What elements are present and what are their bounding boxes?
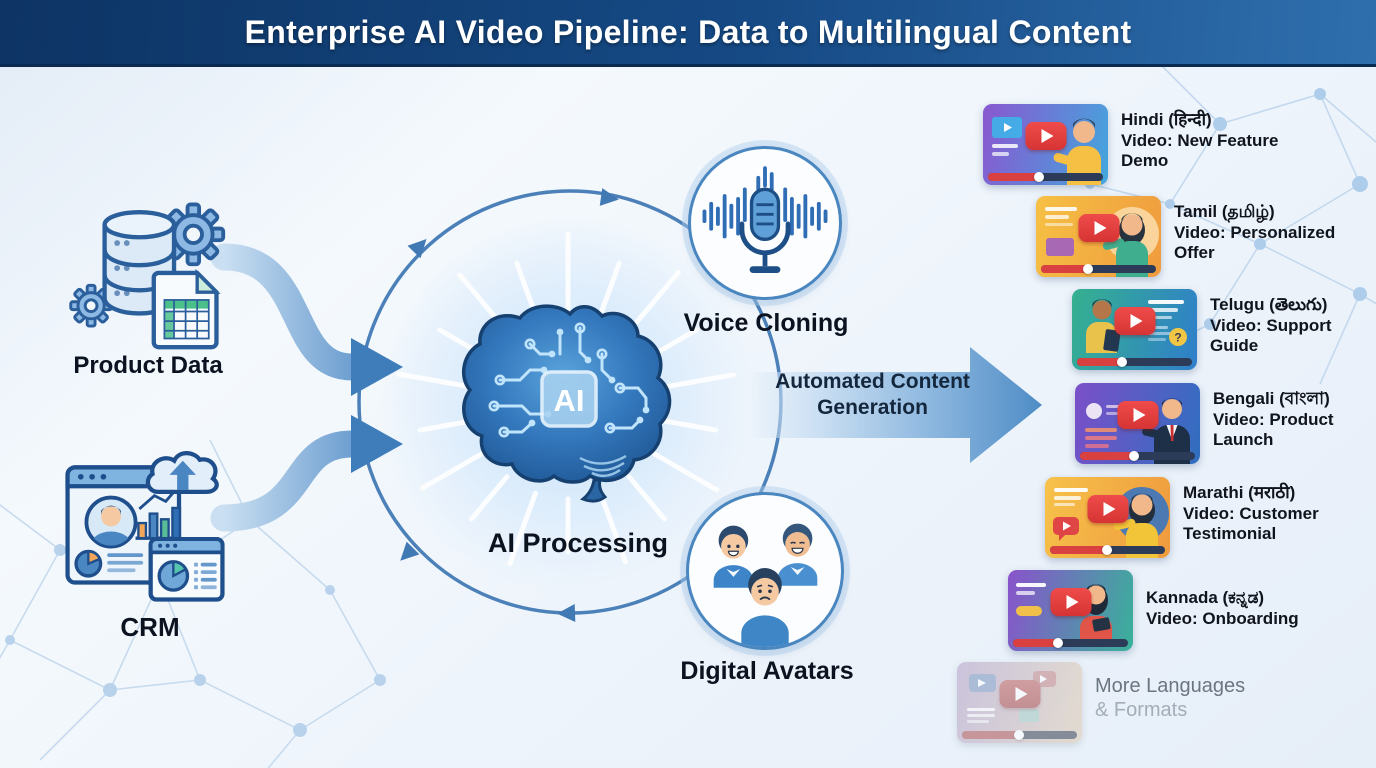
digital-avatars-circle <box>686 492 844 650</box>
output-language: Marathi (मराठी) <box>1183 483 1296 502</box>
play-button-icon <box>999 680 1040 709</box>
video-thumbnail-telugu: ? <box>1072 289 1197 370</box>
digital-avatars-icon <box>713 523 818 647</box>
output-language: Telugu (తెలుగు) <box>1210 295 1328 314</box>
voice-cloning-label: Voice Cloning <box>683 309 849 337</box>
circuit-nodes <box>488 322 650 438</box>
avatar-figure <box>741 568 789 647</box>
thumbnail-scene <box>1053 487 1169 558</box>
page-title: Enterprise AI Video Pipeline: Data to Mu… <box>244 13 1132 50</box>
automated-content-label: Automated Content Generation <box>775 370 970 419</box>
product-data-label: Product Data <box>73 352 223 379</box>
output-row-marathi: Marathi (मराठी) Video: Customer Testimon… <box>1045 477 1359 558</box>
report-panel-icon <box>148 536 225 602</box>
output-video-title: Video: Support Guide <box>1210 315 1332 356</box>
output-text: Hindi (हिन्दी) Video: New Feature Demo <box>1121 104 1297 185</box>
flow-arrow-crm <box>210 415 403 532</box>
network-pattern-top-right <box>1085 64 1376 385</box>
output-video-title: Video: New Feature Demo <box>1121 130 1279 171</box>
product-data-icon <box>69 202 226 350</box>
user-avatar-icon <box>84 495 138 549</box>
ai-chip-label: AI <box>554 383 585 418</box>
cerebellum-lines <box>579 454 627 478</box>
progress-bar <box>1080 451 1195 461</box>
title-banner: Enterprise AI Video Pipeline: Data to Mu… <box>0 0 1376 67</box>
network-pattern-bottom-left <box>0 439 386 768</box>
svg-text:?: ? <box>1174 331 1181 345</box>
output-text: Bengali (বাংলা) Video: Product Launch <box>1213 383 1376 464</box>
progress-bar <box>1013 638 1128 648</box>
voice-cloning-icon <box>702 166 828 273</box>
person-figure <box>1086 299 1121 353</box>
pie-chart-icon <box>74 549 144 578</box>
output-row-hindi: Hindi (हिन्दी) Video: New Feature Demo <box>983 104 1297 185</box>
voice-cloning-circle <box>688 146 842 300</box>
output-language: Kannada (ಕನ್ನಡ) <box>1146 588 1265 607</box>
gear-icon-small <box>69 283 113 328</box>
ai-processing-label: AI Processing <box>487 528 669 558</box>
output-video-title: Video: Customer Testimonial <box>1183 503 1319 544</box>
progress-bar <box>988 172 1103 182</box>
ai-brain-icon: AI <box>461 304 672 503</box>
video-thumbnail-tamil <box>1036 196 1161 277</box>
more-languages-label: More Languages <box>1095 675 1246 697</box>
output-text: More Languages & Formats <box>1095 662 1285 743</box>
play-button-icon <box>1050 588 1091 617</box>
avatar-figure <box>777 523 818 586</box>
crm-label: CRM <box>120 612 180 642</box>
flow-arrow-product-data <box>210 243 403 396</box>
play-button-icon <box>1025 122 1066 151</box>
question-icon: ? <box>1169 328 1187 346</box>
progress-bar <box>1077 357 1192 367</box>
output-row-more-languages: More Languages & Formats <box>957 662 1285 743</box>
play-button-icon <box>1087 495 1128 524</box>
thumbnail-scene <box>967 671 1056 723</box>
play-button-icon <box>1117 401 1158 430</box>
spreadsheet-icon <box>151 268 221 350</box>
play-button-icon <box>1114 307 1155 336</box>
output-language: Hindi (हिन्दी) <box>1121 110 1212 129</box>
output-video-title: Video: Onboarding <box>1146 608 1299 628</box>
output-text: Marathi (मराठी) Video: Customer Testimon… <box>1183 477 1359 558</box>
waveform-icon <box>702 166 828 239</box>
output-row-bengali: Bengali (বাংলা) Video: Product Launch <box>1075 383 1376 464</box>
crm-icon <box>65 451 225 602</box>
output-language: Bengali (বাংলা) <box>1213 389 1330 408</box>
video-thumbnail-hindi <box>983 104 1108 185</box>
progress-bar <box>962 730 1077 740</box>
output-text: Tamil (தமிழ்) Video: Personalized Offer <box>1174 196 1350 277</box>
play-button-icon <box>1078 214 1119 243</box>
avatar-figure <box>713 525 754 588</box>
progress-bar <box>1050 545 1165 555</box>
thumbnail-scene: ? <box>1086 299 1187 353</box>
video-thumbnail-more <box>957 662 1082 743</box>
progress-bar <box>1041 264 1156 274</box>
video-thumbnail-marathi <box>1045 477 1170 558</box>
cloud-upload-icon <box>145 451 219 495</box>
output-video-title: Video: Product Launch <box>1213 409 1334 450</box>
output-video-title: Video: Personalized Offer <box>1174 222 1336 263</box>
more-formats-label: & Formats <box>1095 699 1188 722</box>
video-thumbnail-bengali <box>1075 383 1200 464</box>
ai-chip: AI <box>540 370 598 428</box>
chat-play-icon <box>1053 517 1079 541</box>
output-text: Telugu (తెలుగు) Video: Support Guide <box>1210 289 1376 370</box>
output-row-kannada: Kannada (ಕನ್ನಡ) Video: Onboarding <box>1008 570 1322 651</box>
output-row-tamil: Tamil (தமிழ்) Video: Personalized Offer <box>1036 196 1350 277</box>
microphone-icon <box>739 187 791 273</box>
video-thumbnail-kannada <box>1008 570 1133 651</box>
digital-avatars-label: Digital Avatars <box>680 657 854 685</box>
output-language: Tamil (தமிழ்) <box>1174 202 1275 221</box>
output-row-telugu: ? Telugu (తెలుగు) Video: Support Guide <box>1072 289 1376 370</box>
output-text: Kannada (ಕನ್ನಡ) Video: Onboarding <box>1146 570 1322 651</box>
